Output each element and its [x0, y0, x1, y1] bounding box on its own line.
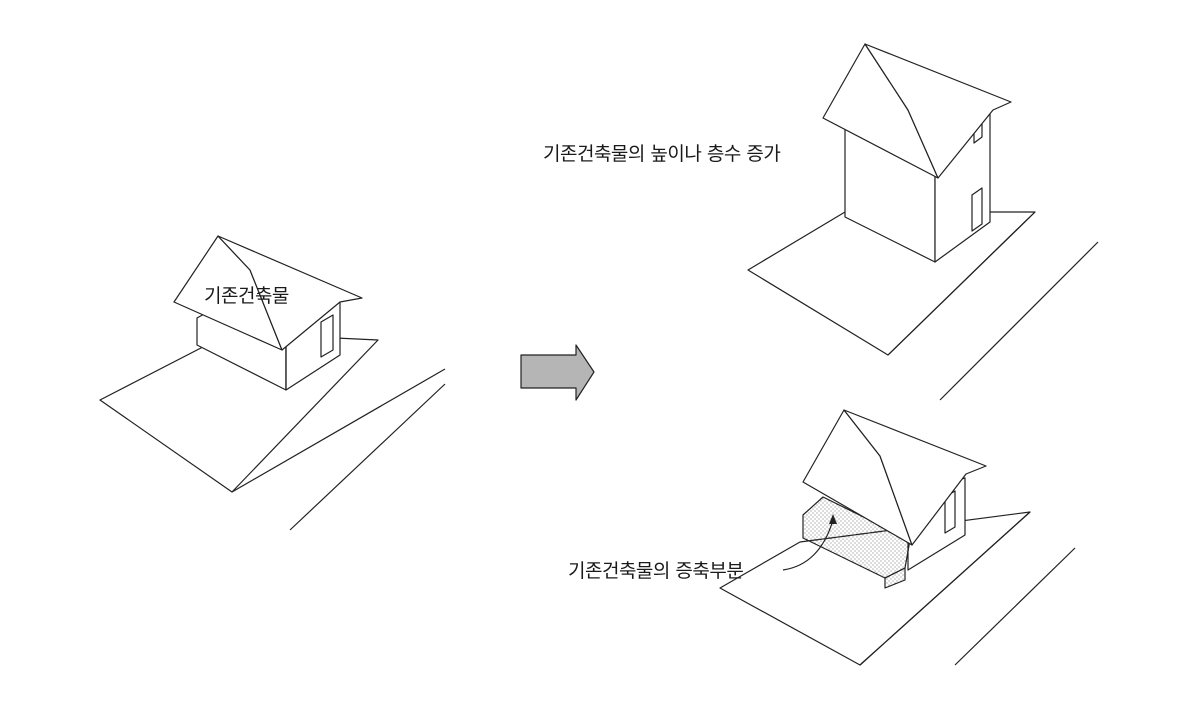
existing-building-label: 기존건축물	[204, 285, 289, 307]
existing-building-scene	[99, 235, 446, 531]
extension-annex-side	[884, 567, 906, 589]
house-roof-slope	[843, 409, 987, 546]
extension-scene	[719, 409, 1076, 666]
road-edge-near	[887, 211, 1036, 356]
transform-arrow	[520, 344, 595, 401]
annex-leader-line	[782, 519, 834, 571]
road-edge-far	[939, 241, 1099, 401]
house-door	[971, 187, 983, 232]
height-increase-scene	[747, 43, 1099, 401]
house-roof-slope	[217, 235, 363, 351]
road-edge-far	[289, 383, 446, 531]
road-edge-near	[231, 368, 446, 493]
house-roof-slope	[864, 43, 1012, 179]
tall-house	[822, 43, 1012, 263]
lot-outline	[99, 332, 379, 493]
road-edge-near	[859, 511, 1031, 666]
road-edge-far	[954, 547, 1076, 666]
existing-house	[173, 235, 363, 391]
height-increase-label: 기존건축물의 높이나 층수 증가	[543, 143, 781, 165]
extended-house	[802, 409, 987, 589]
extension-part-label: 기존건축물의 증축부분	[568, 560, 744, 582]
annex-leader-arrowhead	[829, 514, 837, 524]
house-door	[320, 314, 334, 358]
